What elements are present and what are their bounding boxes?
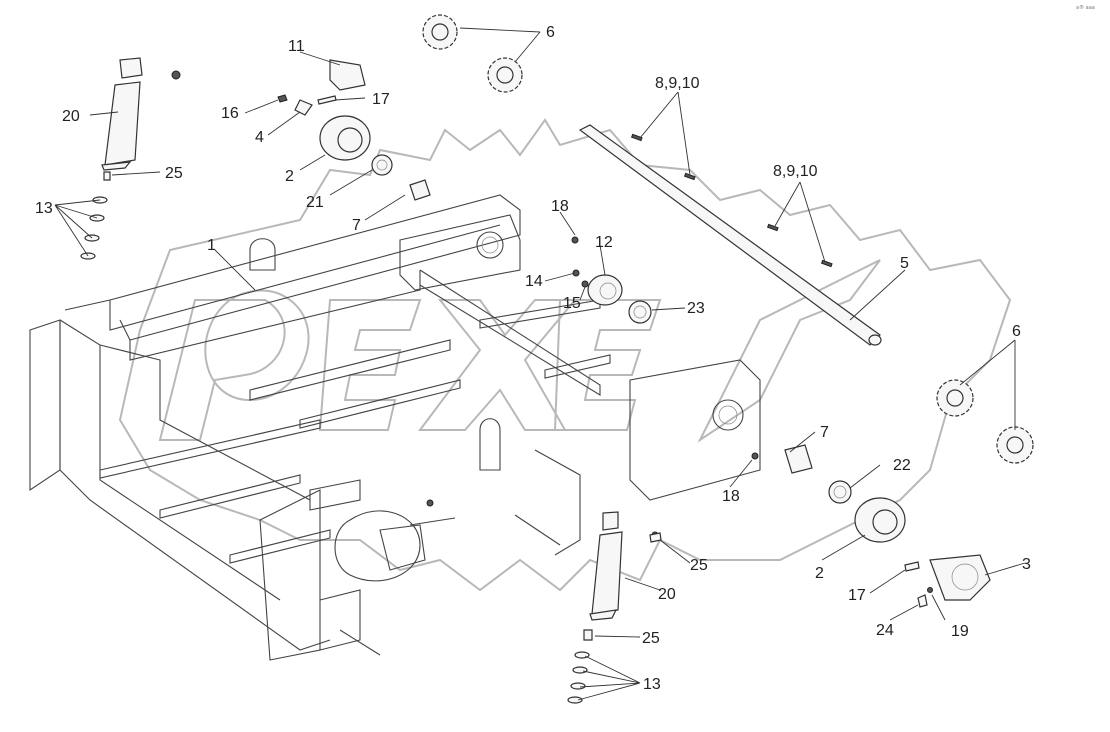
- hydraulic-cylinder-left: [101, 57, 143, 171]
- callout-2-right: 2: [815, 565, 824, 582]
- callout-24: 24: [876, 622, 894, 639]
- callout-13-left: 13: [35, 200, 53, 217]
- leader-lines: [54, 27, 1026, 701]
- callout-1: 1: [207, 237, 216, 254]
- callout-7-right: 7: [820, 424, 829, 441]
- callout-6-right: 6: [1012, 323, 1021, 340]
- seal-23: [628, 300, 652, 324]
- callout-5: 5: [900, 255, 909, 272]
- bushing-7-top: [409, 179, 431, 201]
- washer-13-bottom: [567, 651, 590, 704]
- bearing-housing-right: [854, 497, 906, 543]
- washer-13-left: [80, 196, 108, 260]
- drive-shaft: [578, 124, 882, 346]
- callout-8-9-10-top: 8,9,10: [655, 75, 700, 92]
- hydraulic-cylinder-right: [589, 511, 623, 621]
- callout-3: 3: [1022, 556, 1031, 573]
- bearing-housing-top: [319, 115, 371, 161]
- fitting-25-group: [103, 70, 662, 641]
- seal-21: [371, 154, 393, 176]
- callout-19: 19: [951, 623, 969, 640]
- callout-7-top: 7: [352, 217, 361, 234]
- callout-2-top: 2: [285, 168, 294, 185]
- sprocket-right-2: [996, 426, 1034, 464]
- callout-18-top: 18: [551, 198, 569, 215]
- callout-12: 12: [595, 234, 613, 251]
- callout-8-9-10-mid: 8,9,10: [773, 163, 818, 180]
- callout-20-bottom: 20: [658, 586, 676, 603]
- bearing-12: [587, 274, 623, 306]
- sprocket-top-1: [422, 14, 458, 50]
- callout-4: 4: [255, 129, 264, 146]
- callout-21: 21: [306, 194, 324, 211]
- main-frame: [29, 194, 761, 661]
- sprocket-top-2: [487, 57, 523, 93]
- callout-17-right: 17: [848, 587, 866, 604]
- callout-25-bottom: 25: [642, 630, 660, 647]
- callout-14: 14: [525, 273, 543, 290]
- bracket-11: [329, 59, 366, 91]
- callout-20-left: 20: [62, 108, 80, 125]
- opex-watermark: [118, 118, 1012, 592]
- callout-22: 22: [893, 457, 911, 474]
- callout-13-bottom: 13: [643, 676, 661, 693]
- bushing-7-right: [784, 444, 813, 474]
- callout-25-mid: 25: [690, 557, 708, 574]
- sprocket-right-1: [936, 379, 974, 417]
- callout-labels: 6 6 11 17 16 4 2 21 7 20 25 13 1 8,9,10 …: [35, 24, 1031, 693]
- callout-6-top: 6: [546, 24, 555, 41]
- seal-22: [828, 480, 852, 504]
- bearing-plate-3: [929, 554, 991, 601]
- callout-16: 16: [221, 105, 239, 122]
- callout-11: 11: [288, 38, 305, 55]
- callout-23: 23: [687, 300, 705, 317]
- callout-25-left: 25: [165, 165, 183, 182]
- callout-18-right: 18: [722, 488, 740, 505]
- corner-mark: a® aaa: [1076, 4, 1095, 11]
- callout-17-top: 17: [372, 91, 390, 108]
- callout-15: 15: [563, 295, 581, 312]
